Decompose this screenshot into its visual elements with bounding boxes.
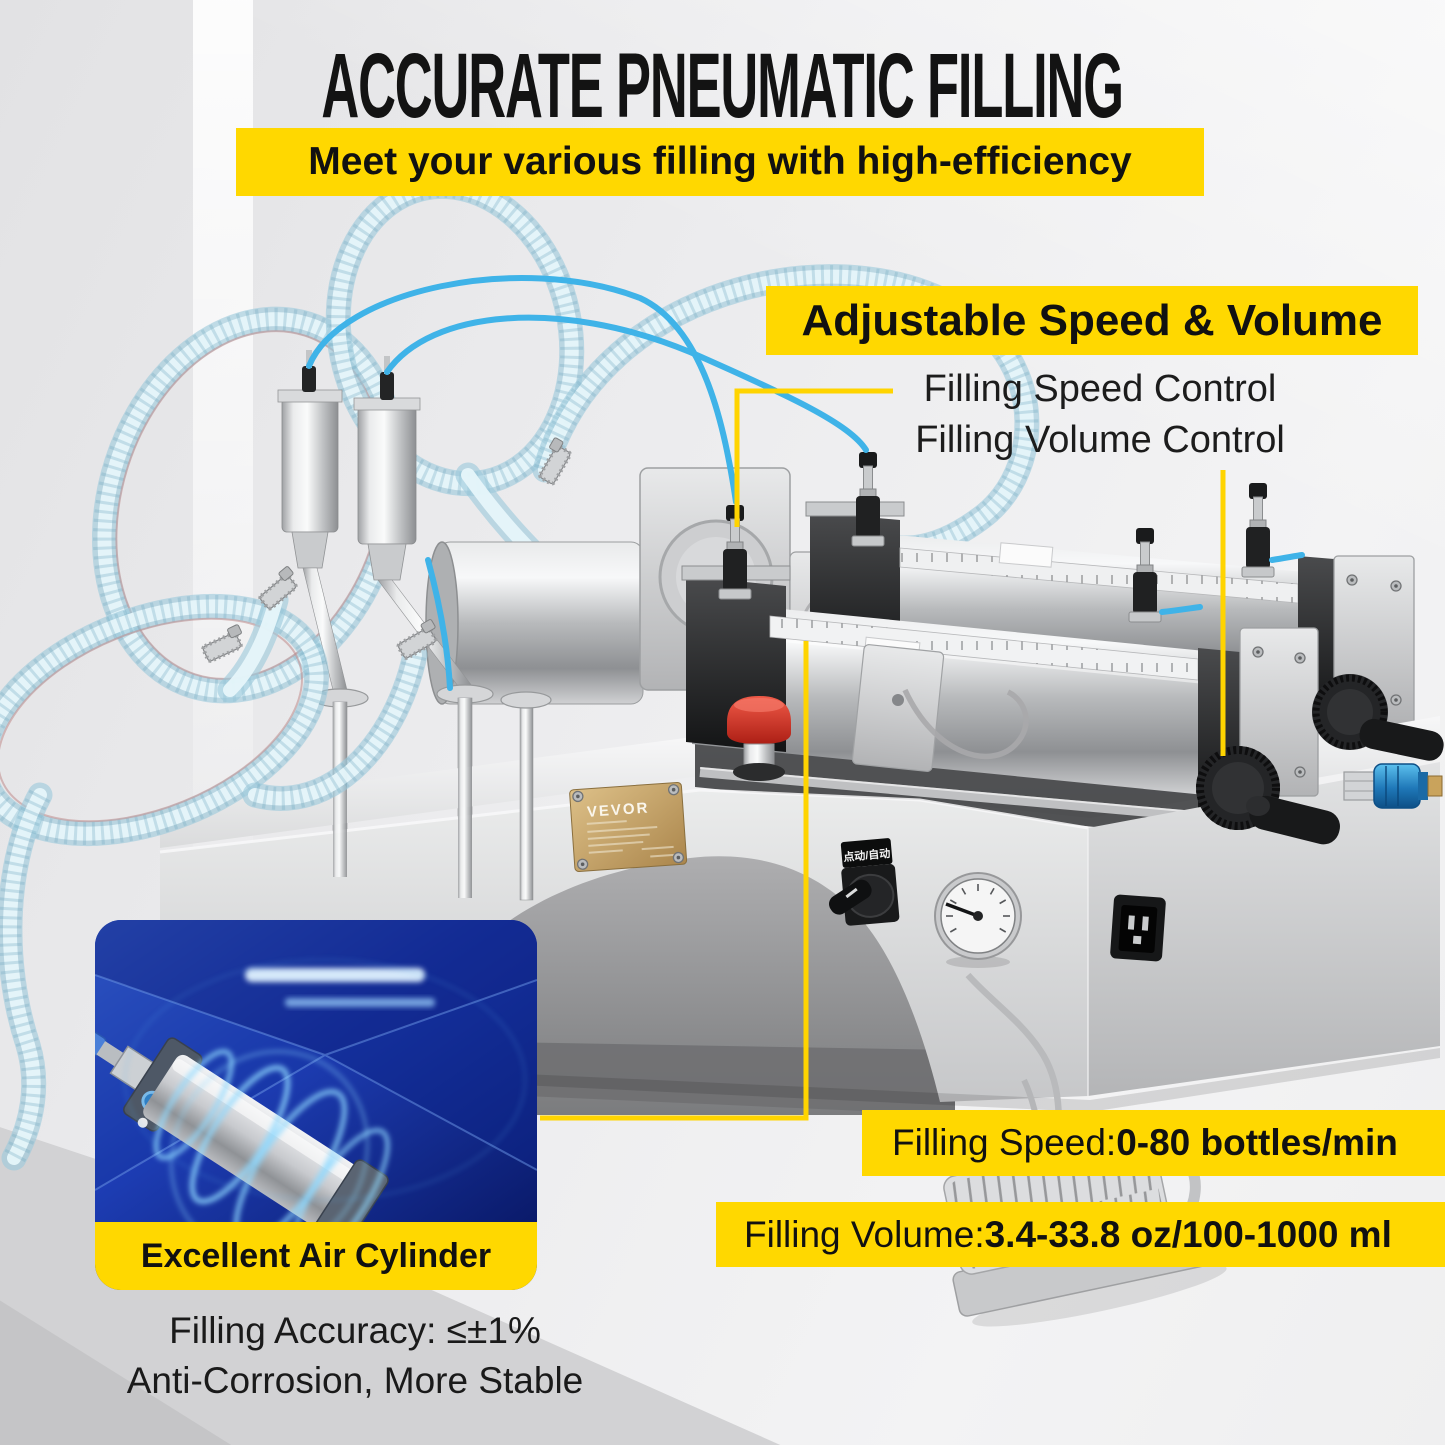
emergency-stop-button xyxy=(727,696,791,781)
air-cylinder-render xyxy=(95,920,537,1222)
mode-selector-switch: 点动/自动 xyxy=(829,838,900,926)
volume-knob-rear xyxy=(1312,674,1444,761)
volume-adjustment-assembly xyxy=(1196,627,1444,845)
callout-heading-bar: Adjustable Speed & Volume xyxy=(766,286,1418,355)
callout-heading-text: Adjustable Speed & Volume xyxy=(801,295,1383,345)
subtitle-bar: Meet your various filling with high-effi… xyxy=(236,128,1204,196)
switch-label: 点动/自动 xyxy=(843,846,891,864)
accuracy-line: Filling Accuracy: ≤±1% xyxy=(169,1310,541,1351)
volume-knob-front xyxy=(1196,746,1340,845)
volume-control-label: Filling Volume Control xyxy=(915,419,1285,461)
power-inlet-socket xyxy=(1110,894,1166,962)
filling-speed-spec-bar: Filling Speed: 0-80 bottles/min xyxy=(862,1110,1445,1176)
filling-speed-value: 0-80 bottles/min xyxy=(1116,1122,1398,1163)
subtitle-text: Meet your various filling with high-effi… xyxy=(308,140,1132,183)
callout-labels: Filling Speed Control Filling Volume Con… xyxy=(830,364,1370,466)
inset-caption-bar: Excellent Air Cylinder xyxy=(95,1222,537,1290)
page-title: ACCURATE PNEUMATIC FILLING xyxy=(321,35,1125,137)
air-cylinder-inset-card: Excellent Air Cylinder xyxy=(95,920,537,1290)
accuracy-notes: Filling Accuracy: ≤±1% Anti-Corrosion, M… xyxy=(55,1306,655,1406)
filling-volume-value: 3.4-33.8 oz/100-1000 ml xyxy=(984,1213,1392,1255)
speed-control-label: Filling Speed Control xyxy=(923,368,1277,410)
suction-hoses-front xyxy=(0,435,576,1171)
brand-nameplate: VEVOR xyxy=(569,781,688,873)
filling-volume-label: Filling Volume: xyxy=(744,1213,985,1255)
filling-speed-label: Filling Speed: xyxy=(892,1122,1117,1163)
front-piston-cylinder xyxy=(681,504,1241,838)
air-inlet-fitting xyxy=(1343,763,1443,809)
pressure-gauge xyxy=(934,872,1022,968)
stability-line: Anti-Corrosion, More Stable xyxy=(126,1360,584,1401)
filling-volume-spec-bar: Filling Volume: 3.4-33.8 oz/100-1000 ml xyxy=(716,1202,1445,1267)
inset-caption: Excellent Air Cylinder xyxy=(140,1236,492,1275)
